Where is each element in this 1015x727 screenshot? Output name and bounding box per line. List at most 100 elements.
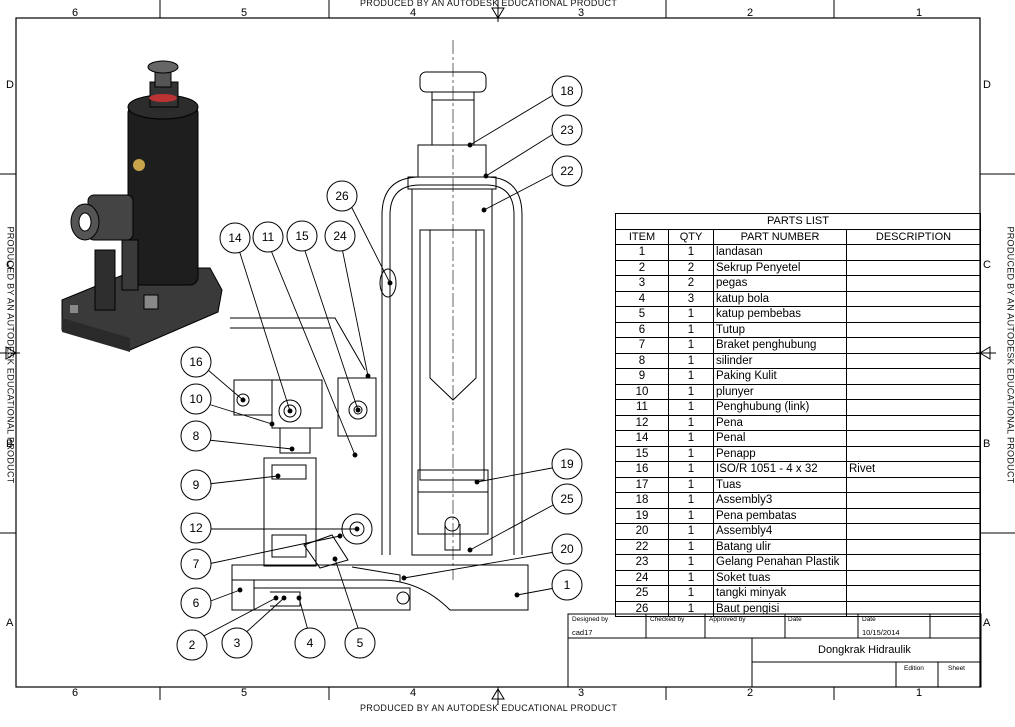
item-cell: 10 (615, 383, 669, 400)
balloon-label: 3 (234, 636, 241, 650)
balloon-label: 16 (189, 355, 203, 369)
qty-cell: 1 (668, 461, 714, 478)
designed-by-label: Designed by (572, 616, 609, 623)
zone-col-3-bottom: 3 (578, 687, 585, 699)
date-label-2: Date (862, 616, 876, 623)
qty-cell: 2 (668, 275, 714, 292)
balloon-15 (286, 220, 318, 252)
balloon-8 (180, 420, 212, 452)
balloon-label: 11 (262, 230, 275, 244)
item-cell: 3 (615, 275, 669, 292)
part-number-cell: katup bola (713, 290, 847, 307)
column-header-item: ITEM (615, 228, 669, 245)
zone-row-d-right: D (983, 79, 991, 91)
zone-row-d-left: D (6, 79, 14, 91)
balloon-label: 19 (560, 457, 574, 471)
description-cell (846, 275, 981, 292)
qty-cell: 1 (668, 600, 714, 617)
part-number-cell: Baut pengisi (713, 600, 847, 617)
description-cell (846, 507, 981, 524)
balloon-label: 15 (295, 229, 309, 243)
leader-lines (199, 93, 556, 639)
part-number-cell: Batang ulir (713, 538, 847, 555)
edition-label: Edition (904, 665, 924, 672)
checked-by-label: Checked by (650, 616, 685, 623)
qty-cell: 1 (668, 368, 714, 385)
balloon-14 (219, 222, 251, 254)
item-cell: 14 (615, 430, 669, 447)
balloon-label: 4 (307, 636, 314, 650)
part-number-cell: Paking Kulit (713, 368, 847, 385)
qty-cell: 1 (668, 569, 714, 586)
balloon-2 (176, 629, 208, 661)
balloon-16 (180, 346, 212, 378)
item-cell: 6 (615, 321, 669, 338)
zone-col-5-bottom: 5 (241, 687, 248, 699)
item-cell: 7 (615, 337, 669, 354)
balloon-circles (176, 75, 583, 661)
qty-cell: 1 (668, 585, 714, 602)
zone-row-c-left: C (6, 259, 14, 271)
balloon-23 (551, 114, 583, 146)
zone-col-2-top: 2 (747, 7, 754, 19)
part-number-cell: pegas (713, 275, 847, 292)
description-cell (846, 476, 981, 493)
balloon-24 (324, 220, 356, 252)
balloon-label: 26 (335, 189, 349, 203)
part-number-cell: plunyer (713, 383, 847, 400)
part-number-cell: katup pembebas (713, 306, 847, 323)
description-cell (846, 290, 981, 307)
balloon-1 (551, 569, 583, 601)
isometric-jack-view (61, 60, 223, 352)
qty-cell: 1 (668, 383, 714, 400)
approved-by-label: Approved by (709, 616, 746, 623)
qty-cell: 1 (668, 352, 714, 369)
item-cell: 15 (615, 445, 669, 462)
part-number-cell: Pena (713, 414, 847, 431)
balloon-12 (180, 512, 212, 544)
part-number-cell: ISO/R 1051 - 4 x 32 (713, 461, 847, 478)
balloon-7 (180, 548, 212, 580)
description-cell (846, 321, 981, 338)
zone-ticks (0, 0, 1015, 700)
description-cell (846, 244, 981, 261)
qty-cell: 1 (668, 507, 714, 524)
zone-row-a-left: A (6, 617, 14, 629)
description-cell (846, 600, 981, 617)
description-cell (846, 554, 981, 571)
zone-row-b-right: B (983, 438, 991, 450)
description-cell (846, 569, 981, 586)
item-cell: 12 (615, 414, 669, 431)
item-cell: 19 (615, 507, 669, 524)
balloon-label: 23 (560, 123, 574, 137)
part-number-cell: Penapp (713, 445, 847, 462)
qty-cell: 1 (668, 445, 714, 462)
center-mark-top (491, 0, 505, 22)
balloon-label: 7 (193, 557, 200, 571)
part-number-cell: tangki minyak (713, 585, 847, 602)
description-cell (846, 306, 981, 323)
qty-cell: 2 (668, 259, 714, 276)
qty-cell: 1 (668, 414, 714, 431)
balloon-label: 14 (228, 231, 242, 245)
zone-row-c-right: C (983, 259, 991, 271)
watermark-bottom: PRODUCED BY AN AUTODESK EDUCATIONAL PROD… (360, 703, 618, 713)
watermark-top: PRODUCED BY AN AUTODESK EDUCATIONAL PROD… (360, 0, 618, 8)
balloon-label: 12 (189, 521, 203, 535)
balloon-label: 9 (193, 478, 200, 492)
item-cell: 1 (615, 244, 669, 261)
center-mark-bottom (491, 687, 505, 705)
